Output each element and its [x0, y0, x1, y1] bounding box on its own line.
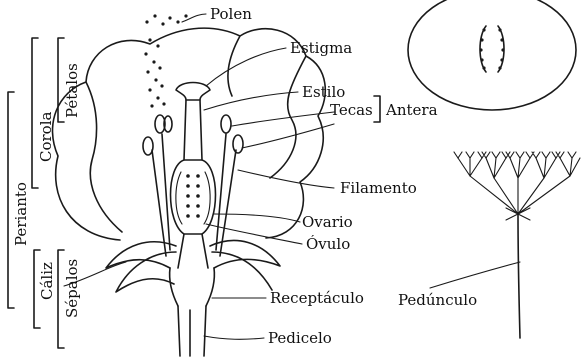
petal-fold-mid: [228, 36, 240, 96]
label-pedicelo: Pedicelo: [268, 329, 332, 347]
anther-right-1: [221, 115, 231, 133]
label-tecas: Tecas: [330, 101, 373, 119]
anther-right-2: [233, 135, 243, 153]
pedicel: [178, 306, 206, 356]
label-corola: Corola: [37, 111, 55, 162]
label-estilo: Estilo: [302, 83, 345, 101]
sepal-right-2: [212, 252, 272, 290]
label-caliz: Cáliz: [38, 262, 56, 300]
ovary-inner: [176, 172, 210, 224]
ovules: [186, 174, 200, 218]
label-antera: Antera: [385, 101, 438, 119]
label-petalos: Pétalos: [63, 63, 81, 118]
label-filamento: Filamento: [340, 179, 417, 197]
ovary: [171, 160, 216, 234]
petal-fold-right: [270, 56, 306, 178]
pistil-base: [178, 234, 208, 268]
pollen-cross-section: [408, 0, 576, 110]
label-receptaculo: Receptáculo: [270, 289, 364, 307]
style: [184, 100, 202, 160]
umbel-flowers: [454, 152, 576, 158]
label-sepalos: Sépalos: [63, 259, 81, 318]
petal-fold-left: [86, 82, 122, 232]
anther-left-2: [143, 137, 153, 155]
corolla-outline: [53, 28, 326, 240]
label-ovario: Ovario: [302, 213, 353, 231]
receptacle: [170, 268, 215, 306]
stigma: [176, 83, 210, 101]
umbel-inflorescence: [454, 152, 580, 338]
label-perianto: Perianto: [12, 182, 30, 246]
sepal-left-2: [116, 252, 176, 292]
filament-right-1: [216, 134, 226, 250]
label-ovulo: Óvulo: [306, 235, 350, 253]
label-estigma: Estigma: [290, 39, 352, 57]
label-pedunculo: Pedúnculo: [398, 291, 477, 309]
labels: Polen Estigma Estilo Tecas Antera Filame…: [12, 5, 477, 347]
label-polen: Polen: [210, 5, 252, 23]
